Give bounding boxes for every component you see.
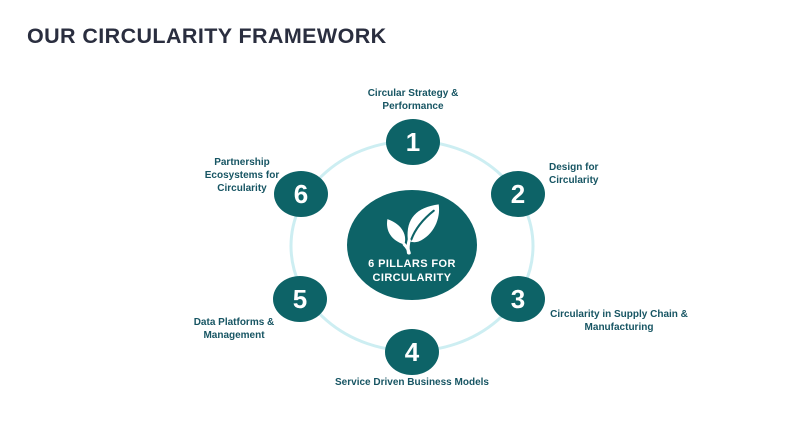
pillar-circle-4: 4 <box>385 329 439 375</box>
pillar-number-4: 4 <box>404 336 420 367</box>
pillar-label-2: Design for Circularity <box>549 162 599 186</box>
pillar-circle-3: 3 <box>491 276 545 322</box>
center-hub: 6 PILLARS FOR CIRCULARITY <box>347 190 477 300</box>
pillar-label-3: Circularity in Supply Chain & Manufactur… <box>550 309 688 333</box>
pillar-label-6: Partnership Ecosystems for Circularity <box>204 157 280 194</box>
pillar-circle-2: 2 <box>491 171 545 217</box>
pillar-number-3: 3 <box>510 283 526 314</box>
pillar-number-2: 2 <box>510 178 526 209</box>
pillar-number-5: 5 <box>292 283 308 314</box>
leaf-icon <box>387 204 440 255</box>
pillar-circle-5: 5 <box>273 276 327 322</box>
center-hub-label: 6 PILLARS FOR CIRCULARITY <box>368 258 456 284</box>
pillar-number-1: 1 <box>405 126 421 157</box>
pillar-number-6: 6 <box>293 178 309 209</box>
pillar-label-1: Circular Strategy & Performance <box>367 88 459 112</box>
pillar-label-4: Service Driven Business Models <box>335 377 489 388</box>
page-title: OUR CIRCULARITY FRAMEWORK <box>27 24 387 48</box>
pillar-label-5: Data Platforms & Management <box>193 317 275 341</box>
pillar-circle-6: 6 <box>274 171 328 217</box>
pillar-circle-1: 1 <box>386 119 440 165</box>
